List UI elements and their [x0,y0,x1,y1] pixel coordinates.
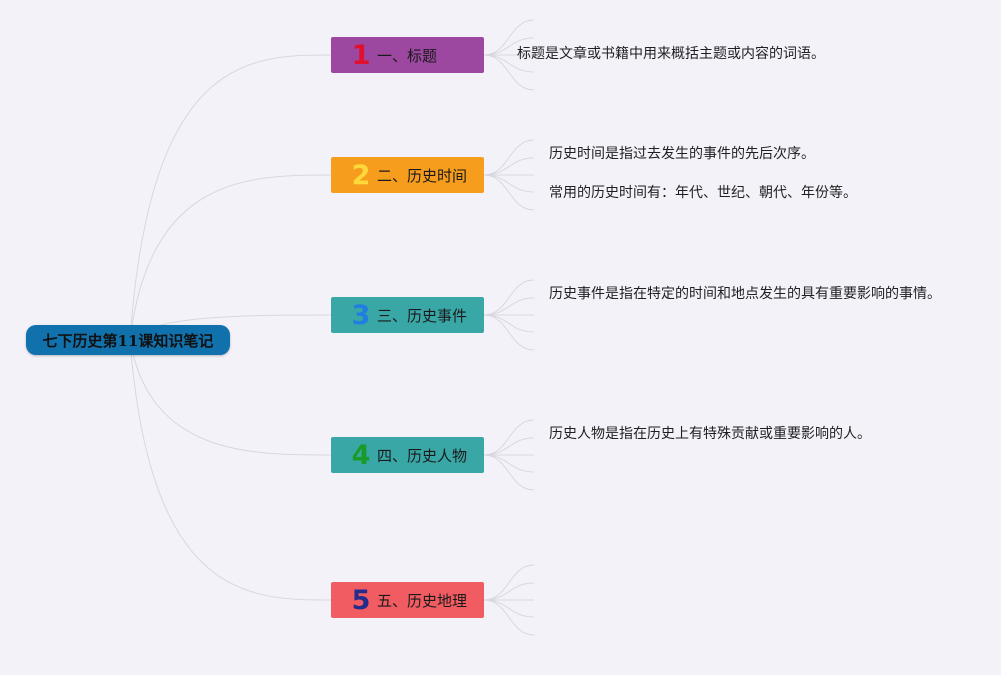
branch-connector [483,419,535,456]
branch-connector [483,139,535,176]
branch-historical-figures[interactable]: 4 四、历史人物 [331,437,484,473]
branch-historical-time[interactable]: 2 二、历史时间 [331,157,484,193]
root-connector [129,339,332,601]
number-2-icon: 2 [351,159,371,191]
number-5-icon: 5 [351,584,371,616]
branch-connector [483,564,535,601]
note-time-examples: 常用的历史时间有：年代、世纪、朝代、年份等。 [549,185,857,201]
branch-historical-events[interactable]: 3 三、历史事件 [331,297,484,333]
branch-title[interactable]: 1 一、标题 [331,37,484,73]
root-topic[interactable]: 七下历史第11课知识笔记 [26,325,230,355]
number-3-icon: 3 [351,299,371,331]
branch-label: 二、历史时间 [377,166,468,185]
branch-label: 一、标题 [377,46,438,65]
branch-label: 四、历史人物 [377,446,468,465]
note-time-definition: 历史时间是指过去发生的事件的先后次序。 [549,146,815,162]
root-connector [129,339,332,456]
root-connector [129,174,332,341]
branch-connector [483,454,535,491]
branch-connector [483,599,535,618]
note-figure-definition: 历史人物是指在历史上有特殊贡献或重要影响的人。 [549,426,871,442]
number-4-icon: 4 [351,439,371,471]
number-1-icon: 1 [351,39,371,71]
branch-connector [483,437,535,456]
branch-label: 五、历史地理 [377,591,468,610]
branch-connector [483,174,535,193]
branch-connector [483,314,535,351]
note-event-definition: 历史事件是指在特定的时间和地点发生的具有重要影响的事情。 [549,286,941,302]
branch-label: 三、历史事件 [377,306,468,325]
branch-connector [483,454,535,473]
branch-connector [483,297,535,316]
branch-connector [483,582,535,601]
branch-connector [483,279,535,316]
branch-connector [483,54,535,91]
branch-connector [483,157,535,176]
branch-connector [483,599,535,636]
root-topic-label: 七下历史第11课知识笔记 [42,331,214,350]
note-title-definition: 标题是文章或书籍中用来概括主题或内容的词语。 [517,46,825,62]
branch-historical-geography[interactable]: 5 五、历史地理 [331,582,484,618]
branch-connector [483,314,535,333]
branch-connector [483,174,535,211]
root-connector [129,54,332,341]
